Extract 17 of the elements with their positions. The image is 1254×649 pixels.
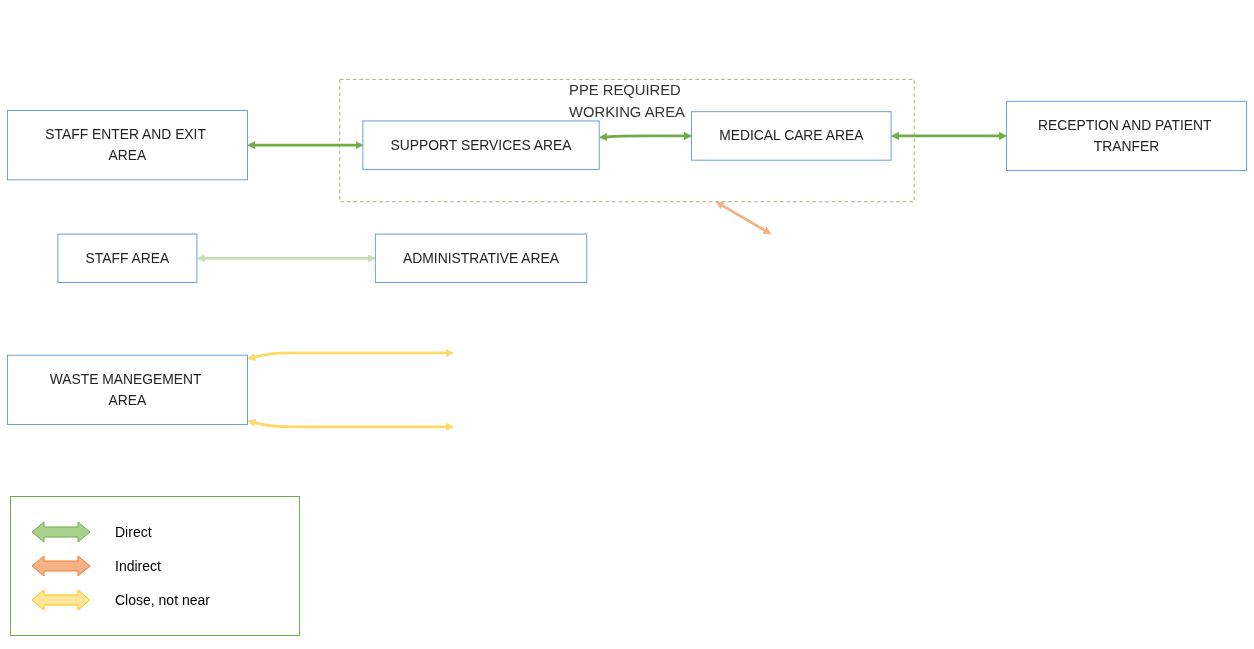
node-box: STAFF AREA: [57, 233, 198, 283]
arrow: [196, 254, 376, 263]
node-box: ADMINISTRATIVE AREA: [374, 233, 588, 283]
legend-label: Direct: [115, 524, 152, 540]
arrow: [247, 418, 454, 431]
legend-label: Close, not near: [115, 592, 210, 608]
node-box: WASTE MANEGEMENT AREA: [6, 354, 248, 425]
node-box: SUPPORT SERVICES AREA: [362, 120, 600, 170]
node-box: RECEPTION AND PATIENT TRANFER: [1006, 100, 1248, 171]
arrow: [247, 348, 454, 361]
node-box: MEDICAL CARE AREA: [691, 111, 892, 161]
arrow: [247, 141, 364, 150]
node-box: STAFF ENTER AND EXIT AREA: [6, 110, 248, 181]
arrow: [599, 131, 692, 141]
legend-label: Indirect: [115, 558, 161, 574]
arrow: [715, 201, 772, 235]
arrow: [891, 131, 1007, 140]
